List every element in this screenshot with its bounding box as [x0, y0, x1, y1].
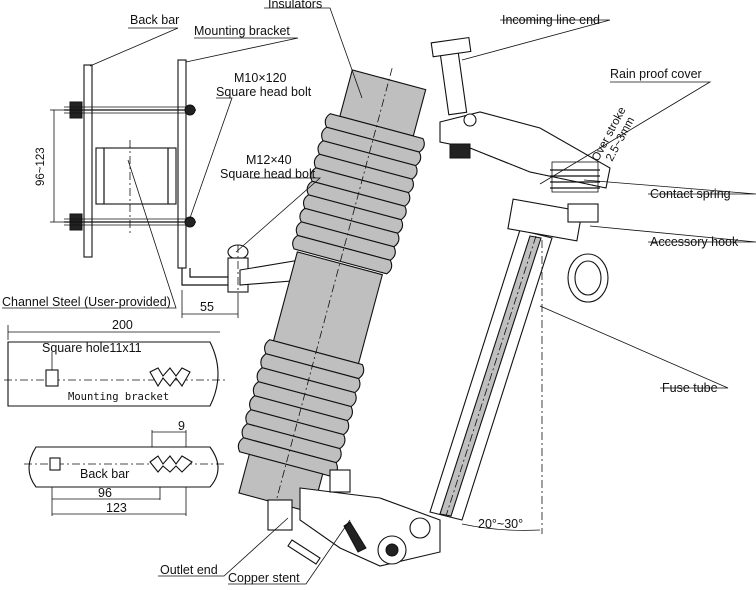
- back-bar-plate-text: Back bar: [80, 467, 129, 481]
- angle-text: 20°~30°: [478, 517, 523, 531]
- accessory-hook-label: Accessory hook: [650, 235, 739, 249]
- m12-bolt-label: M12×40: [246, 153, 292, 167]
- bottom-contact: [267, 469, 441, 567]
- top-contact: [430, 36, 611, 193]
- dim-55-text: 55: [200, 300, 214, 314]
- contact-spring-label: Contact spring: [650, 187, 731, 201]
- dim-bolt-spacing: 96~123: [35, 109, 66, 223]
- channel-steel-label: Channel Steel (User-provided): [2, 295, 171, 309]
- dim-123-text: 123: [106, 501, 127, 515]
- dim-55: 55: [181, 290, 239, 318]
- back-bar-plate: 9 Back bar 96 123: [24, 419, 226, 516]
- square-hole-text: Square hole11x11: [42, 341, 142, 355]
- bolt-spacing-text: 96~123: [35, 147, 47, 186]
- fuse-tube-label: Fuse tube: [662, 381, 718, 395]
- rain-proof-cover-label: Rain proof cover: [610, 67, 702, 81]
- fuse-tube: [429, 198, 609, 521]
- dim-200-text: 200: [112, 318, 133, 332]
- leaders: [2, 7, 756, 585]
- insulator: [237, 68, 427, 514]
- dim-9-text: 9: [178, 419, 185, 433]
- back-bar-label: Back bar: [130, 13, 179, 27]
- insulators-label: Insulators: [268, 0, 322, 11]
- copper-stent-label: Copper stent: [228, 571, 300, 585]
- m10-bolt-desc: Square head bolt: [216, 85, 312, 99]
- mounting-bracket-plate: 200 Square hole11x11 Mounting bracket: [4, 318, 228, 407]
- mounting-bracket-label: Mounting bracket: [194, 24, 290, 38]
- m12-bolt-desc: Square head bolt: [220, 167, 316, 181]
- dim-96-text: 96: [98, 486, 112, 500]
- outlet-end-label: Outlet end: [160, 563, 218, 577]
- m10-bolt-label: M10×120: [234, 71, 287, 85]
- bracket-assembly: [64, 59, 240, 286]
- incoming-line-end-label: Incoming line end: [502, 13, 600, 27]
- bracket-name-text: Mounting bracket: [68, 391, 169, 403]
- angle-indicator: 20°~30°: [461, 240, 543, 534]
